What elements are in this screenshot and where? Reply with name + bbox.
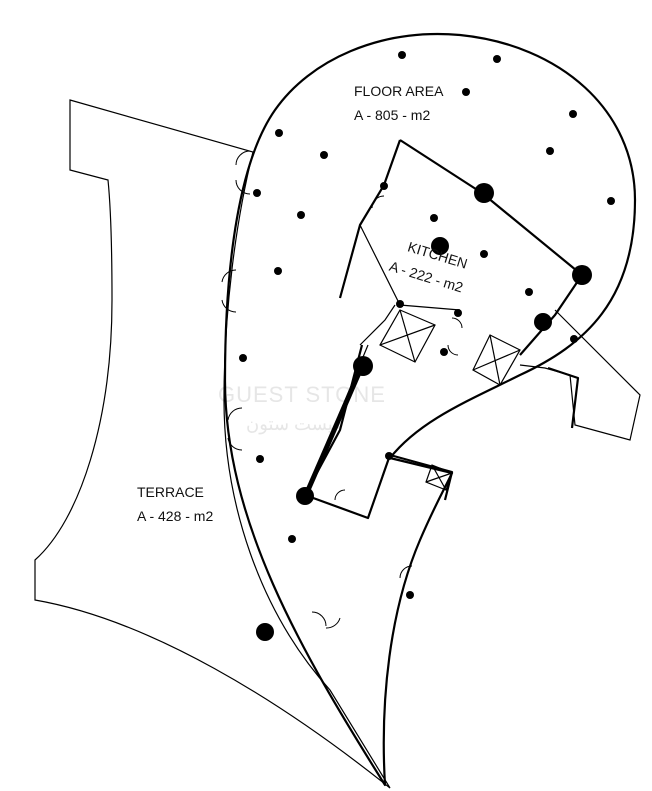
column: [525, 288, 533, 296]
terrace-outline: [34, 99, 391, 789]
column: [569, 110, 577, 118]
column: [462, 88, 470, 96]
floor-area-outline: [223, 33, 637, 787]
shaft-east: [472, 334, 521, 386]
column: [288, 535, 296, 543]
terrace-value: A - 428 - m2: [137, 508, 213, 524]
column: [396, 300, 404, 308]
watermark-line-2: غيست ستون: [246, 414, 343, 435]
column: [274, 267, 282, 275]
floor-area-title: FLOOR AREA: [354, 83, 444, 99]
watermark-line-1: GUEST STONE: [218, 382, 386, 407]
terrace-title: TERRACE: [137, 484, 204, 500]
column: [256, 455, 264, 463]
column: [406, 591, 414, 599]
column: [440, 348, 448, 356]
column: [431, 237, 449, 255]
column: [607, 197, 615, 205]
shaft-north: [379, 309, 436, 363]
column: [546, 147, 554, 155]
column: [320, 151, 328, 159]
door-swings: [221, 150, 463, 629]
column: [430, 214, 438, 222]
column: [572, 265, 592, 285]
column: [253, 189, 261, 197]
column: [474, 183, 494, 203]
east-wing-wall: [547, 366, 580, 429]
column: [353, 356, 373, 376]
shaft-south: [425, 464, 453, 491]
column: [493, 55, 501, 63]
column: [398, 51, 406, 59]
column: [239, 354, 247, 362]
floor-area-value: A - 805 - m2: [354, 107, 430, 123]
column: [275, 129, 283, 137]
east-wing-outline: [519, 309, 641, 441]
structural-columns: [239, 51, 615, 641]
column: [534, 313, 552, 331]
column: [297, 211, 305, 219]
column: [570, 335, 578, 343]
core-corridor-heavy-wall: [302, 365, 365, 498]
core-corridor-outline: [303, 344, 454, 520]
column: [256, 623, 274, 641]
column: [296, 487, 314, 505]
column: [454, 309, 462, 317]
column: [380, 182, 388, 190]
column: [385, 452, 393, 460]
column: [480, 250, 488, 258]
